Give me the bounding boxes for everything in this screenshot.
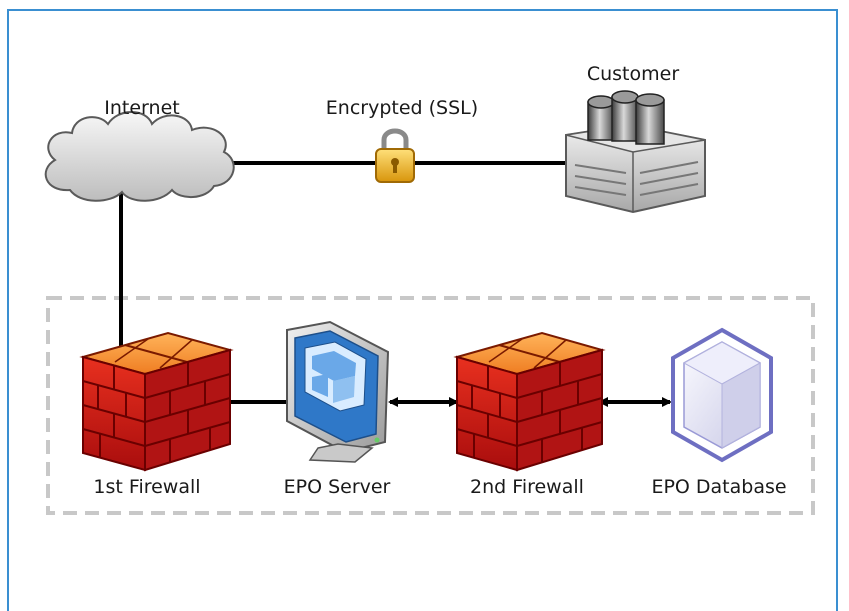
epo-server-label: EPO Server (284, 476, 391, 498)
epo-database-label: EPO Database (651, 476, 786, 498)
firewall-2-icon (453, 331, 606, 472)
epo-server-monitor-icon (286, 320, 390, 463)
internal-zone (46, 296, 815, 515)
customer-label: Customer (587, 63, 679, 85)
encryption-label: Encrypted (SSL) (326, 97, 478, 119)
firewall-2-label: 2nd Firewall (470, 476, 584, 498)
padlock-icon (375, 128, 415, 183)
firewall-1-icon (79, 331, 234, 472)
diagram-frame (7, 9, 838, 611)
firewall-1-label: 1st Firewall (93, 476, 200, 498)
customer-server-icon (565, 90, 706, 214)
internet-label: Internet (104, 97, 179, 119)
internet-cloud-icon (44, 111, 235, 202)
epo-database-icon (671, 327, 773, 463)
